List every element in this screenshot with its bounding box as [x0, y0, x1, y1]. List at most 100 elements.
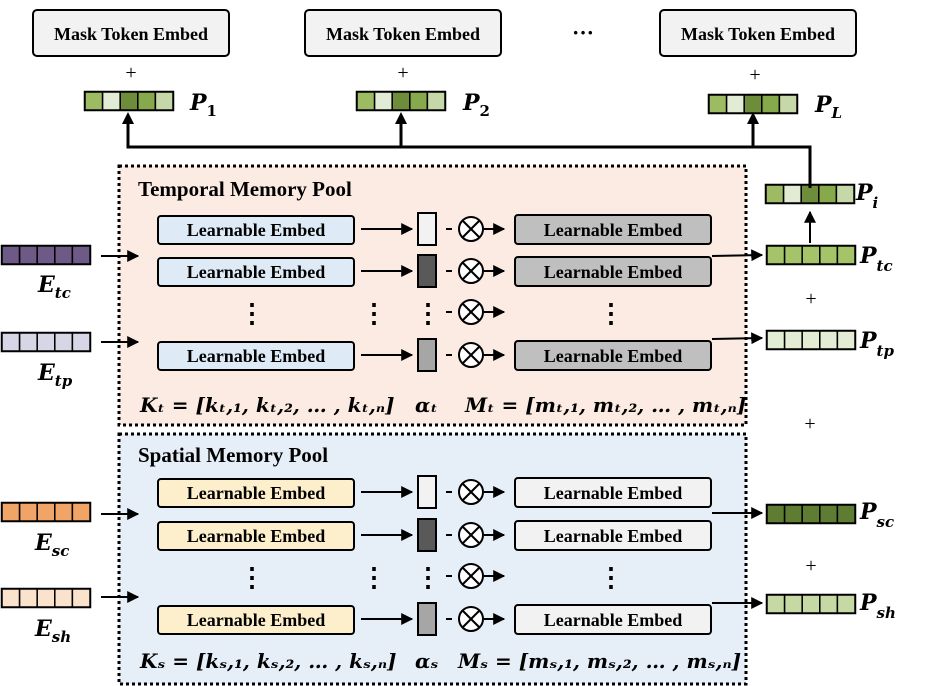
- svg-text:Mask Token Embed: Mask Token Embed: [681, 24, 835, 44]
- vector-cell: [54, 502, 74, 522]
- mask-token-box-2: Mask Token Embed: [304, 9, 502, 57]
- vertical-ellipsis: ⋮: [598, 299, 624, 328]
- svg-text:Learnable Embed: Learnable Embed: [187, 610, 326, 630]
- ptc-vector: [765, 244, 857, 266]
- svg-text:Learnable Embed: Learnable Embed: [187, 526, 326, 546]
- spatial-key-embed: Learnable Embed: [157, 521, 355, 551]
- p1-label: P1: [189, 90, 217, 120]
- spatial-k-formula: Kₛ = [kₛ,₁, kₛ,₂, … , kₛ,ₙ]: [139, 649, 396, 673]
- ptp-label: Ptp: [859, 328, 894, 360]
- vector-cell: [819, 504, 839, 524]
- vector-cell: [819, 330, 839, 350]
- vector-cell: [84, 91, 104, 111]
- multiply-icon: [458, 216, 484, 242]
- temporal-to-ptc-arrow: [711, 249, 764, 262]
- temporal-row: Learnable Embed Learnable Embed: [157, 212, 712, 246]
- vector-cell: [801, 594, 821, 614]
- vertical-ellipsis: ⋮: [239, 563, 265, 592]
- spatial-alpha: αₛ: [415, 649, 438, 673]
- vertical-ellipsis: ⋮: [361, 299, 387, 328]
- vector-cell: [765, 184, 785, 204]
- spatial-alpha-weight: [417, 602, 437, 636]
- ptp-vector: [765, 329, 857, 351]
- spatial-row: Learnable Embed Learnable Embed: [157, 602, 712, 636]
- vector-cell: [818, 184, 838, 204]
- vector-cell: [119, 91, 139, 111]
- psh-label: Psh: [859, 590, 896, 622]
- vector-cell: [18, 332, 38, 352]
- temporal-to-ptp-arrow: [711, 332, 764, 345]
- vector-cell: [18, 245, 38, 265]
- temporal-row: Learnable Embed Learnable Embed: [157, 254, 712, 288]
- vector-cell: [819, 245, 839, 265]
- mask-token-box-L: Mask Token Embed: [659, 9, 857, 57]
- vector-cell: [18, 588, 38, 608]
- vector-cell: [1, 588, 21, 608]
- temporal-alpha: αₜ: [415, 393, 438, 417]
- vector-cell: [743, 94, 763, 114]
- multiply-icon: [458, 299, 484, 325]
- multiply-icon: [458, 563, 484, 589]
- vector-cell: [783, 330, 803, 350]
- etp-vector: [0, 331, 92, 353]
- vector-cell: [708, 94, 728, 114]
- spatial-m-formula: Mₛ = [mₛ,₁, mₛ,₂, … , mₛ,ₙ]: [457, 649, 741, 673]
- svg-text:Mask Token Embed: Mask Token Embed: [326, 24, 480, 44]
- svg-text:Learnable Embed: Learnable Embed: [544, 483, 683, 503]
- vector-cell: [778, 94, 798, 114]
- p1-vector: [83, 90, 175, 112]
- multiply-icon: [458, 342, 484, 368]
- mask-token-box-1: Mask Token Embed: [32, 9, 230, 57]
- vector-cell: [766, 504, 786, 524]
- temporal-value-embed: Learnable Embed: [514, 214, 712, 245]
- psh-vector: [765, 593, 857, 615]
- svg-text:Learnable Embed: Learnable Embed: [544, 262, 683, 282]
- vector-cell: [819, 594, 839, 614]
- spatial-value-embed: Learnable Embed: [514, 604, 712, 635]
- vector-cell: [782, 184, 802, 204]
- temporal-key-embed: Learnable Embed: [157, 257, 355, 287]
- multiply-icon: [458, 522, 484, 548]
- pL-vector: [707, 93, 799, 115]
- temporal-m-formula: Mₜ = [mₜ,₁, mₜ,₂, … , mₜ,ₙ]: [464, 393, 746, 417]
- vector-cell: [783, 504, 803, 524]
- svg-text:Learnable Embed: Learnable Embed: [187, 262, 326, 282]
- vector-cell: [54, 332, 74, 352]
- vector-cell: [836, 594, 856, 614]
- vector-cell: [71, 245, 91, 265]
- temporal-value-embed: Learnable Embed: [514, 340, 712, 371]
- vector-cell: [725, 94, 745, 114]
- spatial-value-embed: Learnable Embed: [514, 520, 712, 551]
- spatial-row: Learnable Embed Learnable Embed: [157, 518, 712, 552]
- spatial-value-embed: Learnable Embed: [514, 477, 712, 508]
- svg-text:Learnable Embed: Learnable Embed: [187, 220, 326, 240]
- vector-cell: [801, 504, 821, 524]
- plus-1: +: [125, 62, 136, 84]
- temporal-alpha-weight: [417, 338, 437, 372]
- temporal-alpha-weight: [417, 212, 437, 246]
- distribution-lines: [126, 122, 812, 188]
- psc-vector: [765, 503, 857, 525]
- svg-text:Learnable Embed: Learnable Embed: [544, 220, 683, 240]
- ellipsis: ···: [572, 20, 594, 45]
- vector-cell: [801, 330, 821, 350]
- temporal-value-embed: Learnable Embed: [514, 256, 712, 287]
- spatial-pool-title: Spatial Memory Pool: [138, 443, 328, 467]
- vertical-ellipsis: ⋮: [415, 299, 441, 328]
- vector-cell: [54, 245, 74, 265]
- esh-label: Esh: [34, 616, 71, 646]
- vector-cell: [1, 502, 21, 522]
- vector-cell: [409, 91, 429, 111]
- plus-L: +: [749, 64, 760, 86]
- vector-cell: [761, 94, 781, 114]
- etp-label: Etp: [37, 360, 73, 390]
- esc-vector: [0, 501, 92, 523]
- p2-vector: [355, 90, 447, 112]
- vector-cell: [18, 502, 38, 522]
- vector-cell: [36, 502, 56, 522]
- vector-cell: [766, 330, 786, 350]
